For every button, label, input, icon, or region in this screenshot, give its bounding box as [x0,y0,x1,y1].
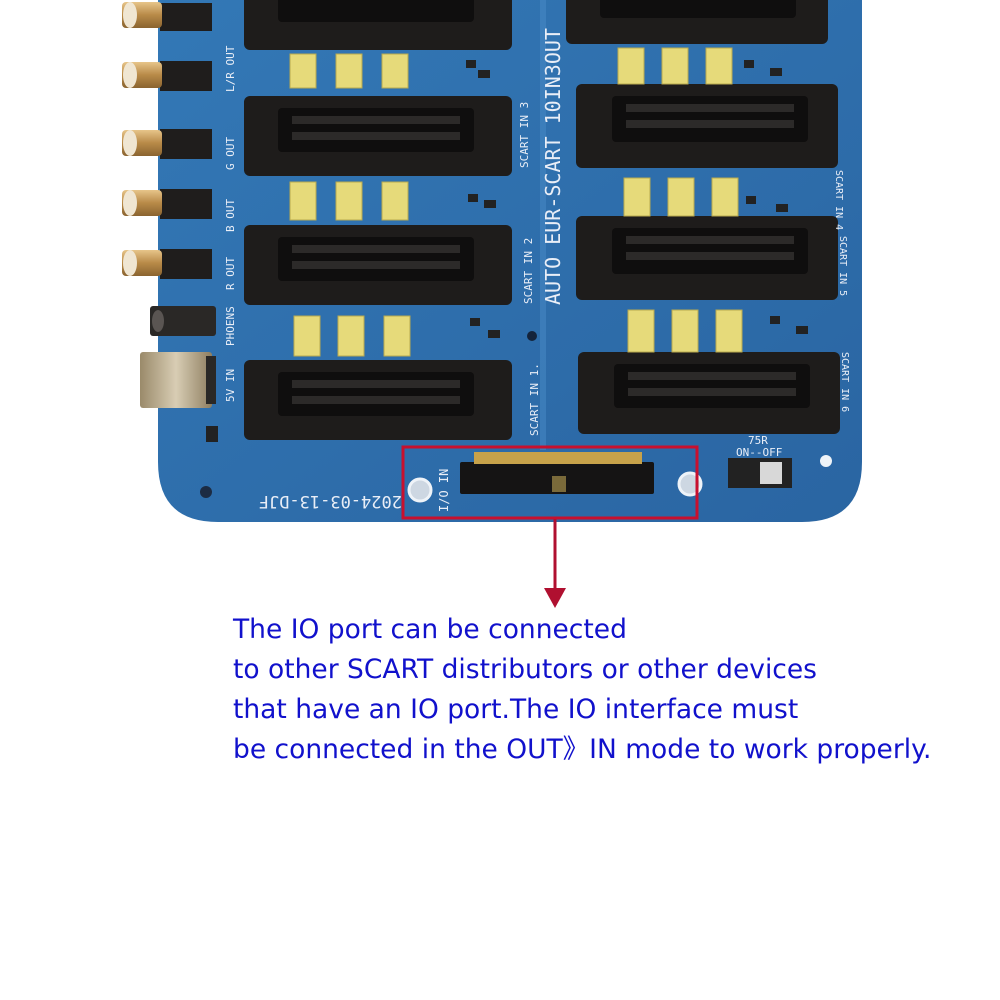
caption-line-1: The IO port can be connected [233,614,627,645]
io-header [460,452,654,494]
label-scart-in-5: SCART IN 5 [837,236,848,296]
rca-jacks [122,2,212,279]
label-r-out: R OUT [224,257,237,290]
smd-components [206,60,808,442]
capacitors [289,47,743,357]
io-label: I/O IN [437,469,451,512]
label-lr-out: L/R OUT [224,45,237,92]
caption-line-3: that have an IO port.The IO interface mu… [233,694,799,725]
termination-switch [728,458,792,488]
label-g-out: G OUT [224,137,237,170]
annotation-arrow-head [544,588,566,608]
label-phoens: PHOENS [224,306,237,346]
caption-text: The IO port can be connected to other SC… [233,610,993,770]
label-scart-in-1: SCART IN 1. [528,363,541,436]
caption-line-4: be connected in the OUT》IN mode to work … [233,734,932,765]
headphone-jack [150,306,216,336]
switch-label-bottom: ON--OFF [736,446,782,459]
label-scart-in-2: SCART IN 2 [522,238,535,304]
label-scart-in-6: SCART IN 6 [839,352,850,412]
usb-port [140,352,216,408]
board-title: AUTO EUR-SCART 10IN3OUT [541,28,565,305]
switch-label-top: 75R [748,434,768,447]
date-code: 2024-03-13-DJF [259,491,402,511]
label-scart-in-4: SCART IN 4 [833,170,844,230]
scart-connectors-left [244,0,512,440]
label-5v-in: 5V IN [224,369,237,402]
scart-connectors-right [566,0,840,434]
caption-line-2: to other SCART distributors or other dev… [233,654,817,685]
label-b-out: B OUT [224,199,237,232]
label-scart-in-3: SCART IN 3 [518,102,531,168]
highlight-box [401,445,699,520]
